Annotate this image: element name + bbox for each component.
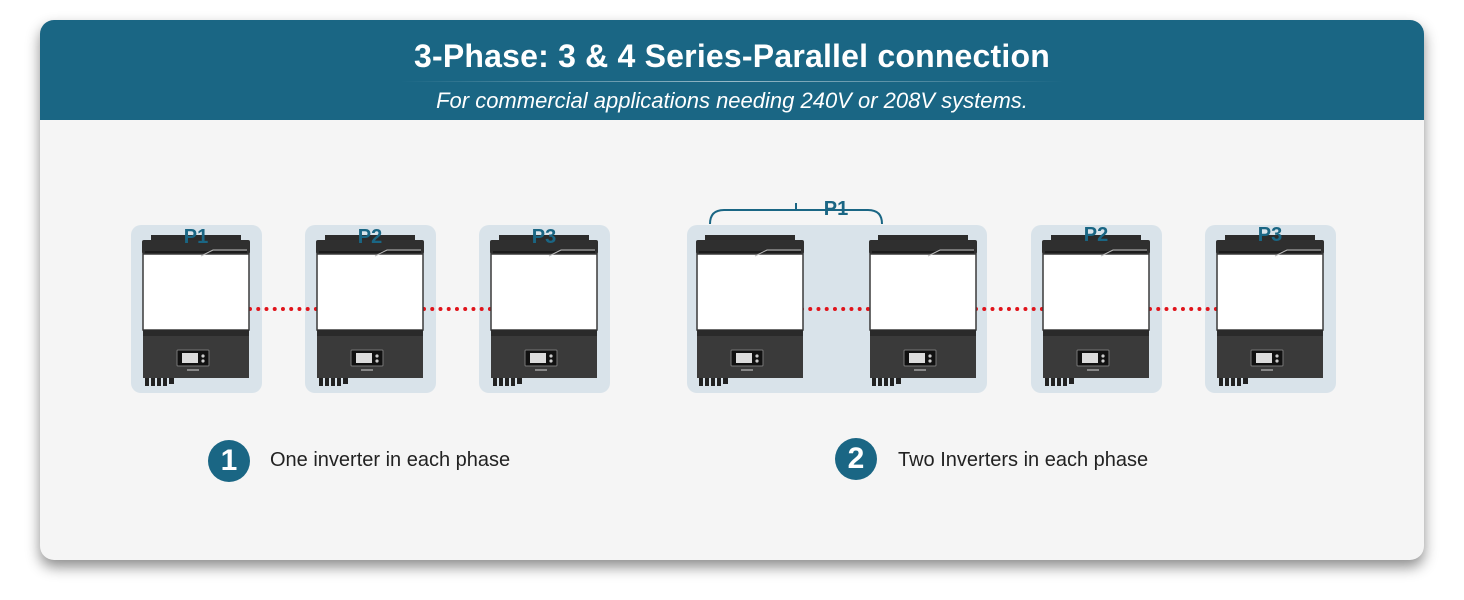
bracket-icon	[709, 203, 883, 225]
connection-line	[974, 307, 1044, 311]
inverter-icon	[315, 235, 425, 391]
phase-label: P2	[357, 226, 383, 248]
page-subtitle: For commercial applications needing 240V…	[436, 88, 1028, 113]
config-caption: Two Inverters in each phase	[898, 449, 1149, 471]
header-banner: 3-Phase: 3 & 4 Series-Parallel connectio…	[40, 20, 1424, 120]
inverter-icon	[1215, 235, 1325, 391]
config-number-badge: 1	[208, 440, 250, 482]
config-caption: One inverter in each phase	[270, 449, 511, 471]
inverter-icon	[868, 235, 978, 391]
connection-line	[800, 307, 870, 311]
config-number-badge: 2	[835, 438, 877, 480]
inverter-icon	[1041, 235, 1151, 391]
connection-line	[1148, 307, 1218, 311]
page-title: 3-Phase: 3 & 4 Series-Parallel connectio…	[413, 38, 1050, 74]
phase-label: P1	[183, 226, 209, 248]
connection-line	[248, 307, 318, 311]
inverter-icon	[695, 235, 805, 391]
inverter-icon	[489, 235, 599, 391]
connection-line	[422, 307, 492, 311]
phase-label: P3	[1257, 224, 1283, 246]
title-divider	[400, 81, 1064, 82]
phase-label: P3	[531, 226, 557, 248]
inverter-icon	[141, 235, 251, 391]
phase-label: P2	[1083, 224, 1109, 246]
